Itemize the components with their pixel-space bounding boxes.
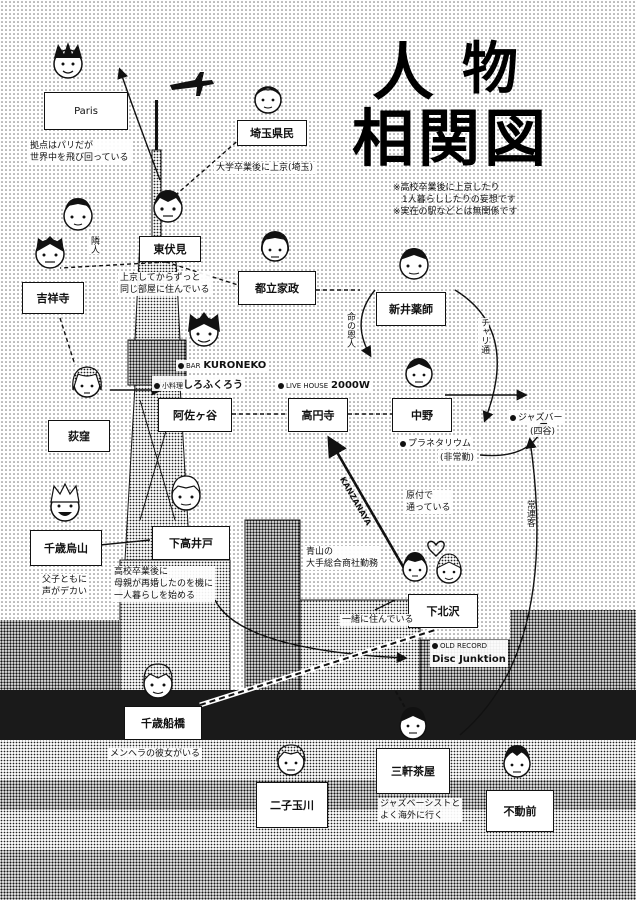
venue-prefix: OLD RECORD bbox=[440, 642, 487, 650]
place-fudomae: 不動前 bbox=[486, 790, 554, 832]
note-aoyama: 青山の 大手総合商社勤務 bbox=[304, 546, 380, 570]
place-shimokitazawa: 下北沢 bbox=[408, 594, 478, 628]
avatar bbox=[30, 232, 70, 272]
venue-dot-icon bbox=[278, 383, 284, 389]
place-toritsukasei: 都立家政 bbox=[238, 271, 316, 305]
venue-dot-icon bbox=[510, 415, 516, 421]
venue-name: KURONEKO bbox=[203, 360, 266, 371]
venue-dot-icon bbox=[154, 383, 160, 389]
venue-planetarium-sub: (非常勤) bbox=[438, 450, 476, 463]
venue-dot-icon bbox=[432, 643, 438, 649]
avatar bbox=[498, 740, 536, 782]
avatar bbox=[184, 310, 224, 350]
venue-name: しろふくろう bbox=[183, 380, 243, 391]
place-sangenjaya: 三軒茶屋 bbox=[376, 748, 450, 794]
venue-jazzbar-sub: (四谷) bbox=[528, 424, 557, 437]
avatar bbox=[148, 186, 188, 226]
avatar bbox=[58, 194, 98, 234]
avatar bbox=[272, 740, 310, 780]
note-gentsuki: 原付で 通っている bbox=[404, 490, 453, 514]
note-paris: 拠点はパリだが 世界中を飛び回っている bbox=[28, 140, 131, 164]
note-onjin: 命の恩人 bbox=[344, 312, 355, 348]
place-chitosefunabashi: 千歳船橋 bbox=[124, 706, 202, 740]
venue-prefix: BAR bbox=[186, 362, 200, 370]
note-chari: チャリ通 bbox=[478, 318, 489, 354]
venue-kuroneko: BAR KURONEKO bbox=[176, 360, 268, 371]
place-ogikubo: 荻窪 bbox=[48, 420, 110, 452]
venue-planetarium: プラネタリウム bbox=[398, 436, 473, 449]
note-regular: 常連客 bbox=[524, 500, 535, 527]
place-futakotamagawa: 二子玉川 bbox=[256, 782, 328, 828]
avatar bbox=[394, 242, 434, 284]
note-jazzspace: ジャズベーシストと よく海外に行く bbox=[378, 798, 462, 822]
avatar bbox=[138, 660, 178, 702]
avatar bbox=[432, 550, 466, 588]
place-koenji: 高円寺 bbox=[288, 398, 348, 432]
title-line-2: 物 bbox=[462, 42, 518, 98]
venue-shirofukuro: 小料理しろふくろう bbox=[152, 376, 245, 391]
note-higashifushimi: 上京してからずっと 同じ部屋に住んでいる bbox=[118, 272, 212, 296]
note-menhera: メンヘラの彼女がいる bbox=[108, 748, 202, 760]
place-saitama: 埼玉県民 bbox=[237, 120, 307, 146]
place-kichijoji: 吉祥寺 bbox=[22, 282, 84, 314]
venue-name: プラネタリウム bbox=[408, 439, 471, 449]
venue-jazzbar: ジャズバー bbox=[508, 410, 565, 423]
avatar bbox=[166, 472, 206, 514]
avatar bbox=[398, 548, 432, 586]
avatar bbox=[256, 226, 294, 266]
place-nakano: 中野 bbox=[392, 398, 452, 432]
place-higashifushimi: 東伏見 bbox=[139, 236, 201, 262]
venue-record: OLD RECORD Disc Junktion bbox=[430, 640, 508, 667]
note-together: 一緒に住んでいる bbox=[340, 614, 416, 626]
note-karasuyama: 父子ともに 声がデカい bbox=[40, 574, 89, 598]
note-neighbor: 隣人 bbox=[88, 236, 99, 254]
venue-prefix: 小料理 bbox=[162, 382, 183, 390]
venue-dot-icon bbox=[178, 363, 184, 369]
place-asagaya: 阿佐ヶ谷 bbox=[158, 398, 232, 432]
title-line-1: 人 bbox=[372, 42, 434, 104]
disclaimer: ※高校卒業後に上京したり 1人暮らししたりの妄想です ※実在の駅などとは無関係で… bbox=[393, 182, 518, 218]
venue-name: ジャズバー bbox=[518, 413, 563, 423]
venue-livehouse: LIVE HOUSE 2000W bbox=[276, 380, 372, 391]
avatar bbox=[44, 482, 86, 526]
venue-prefix: LIVE HOUSE bbox=[286, 382, 328, 390]
place-paris: Paris bbox=[44, 92, 128, 130]
avatar bbox=[400, 352, 438, 392]
avatar bbox=[394, 702, 432, 744]
venue-name: 2000W bbox=[331, 380, 370, 391]
place-araiyakushi: 新井薬師 bbox=[376, 292, 446, 326]
avatar bbox=[68, 362, 106, 402]
note-saitama: 大学卒業後に上京(埼玉) bbox=[214, 162, 315, 174]
avatar bbox=[48, 40, 88, 84]
avatar bbox=[250, 78, 286, 118]
title-line-3: 相関図 bbox=[352, 108, 550, 170]
note-shimotakaido: 高校卒業後に 母親が再婚したのを機に 一人暮らしを始める bbox=[112, 566, 215, 602]
venue-name: Disc Junktion bbox=[432, 654, 506, 665]
place-chitosekarasuyama: 千歳烏山 bbox=[30, 530, 102, 566]
venue-dot-icon bbox=[400, 441, 406, 447]
place-shimotakaido: 下高井戸 bbox=[152, 526, 230, 560]
